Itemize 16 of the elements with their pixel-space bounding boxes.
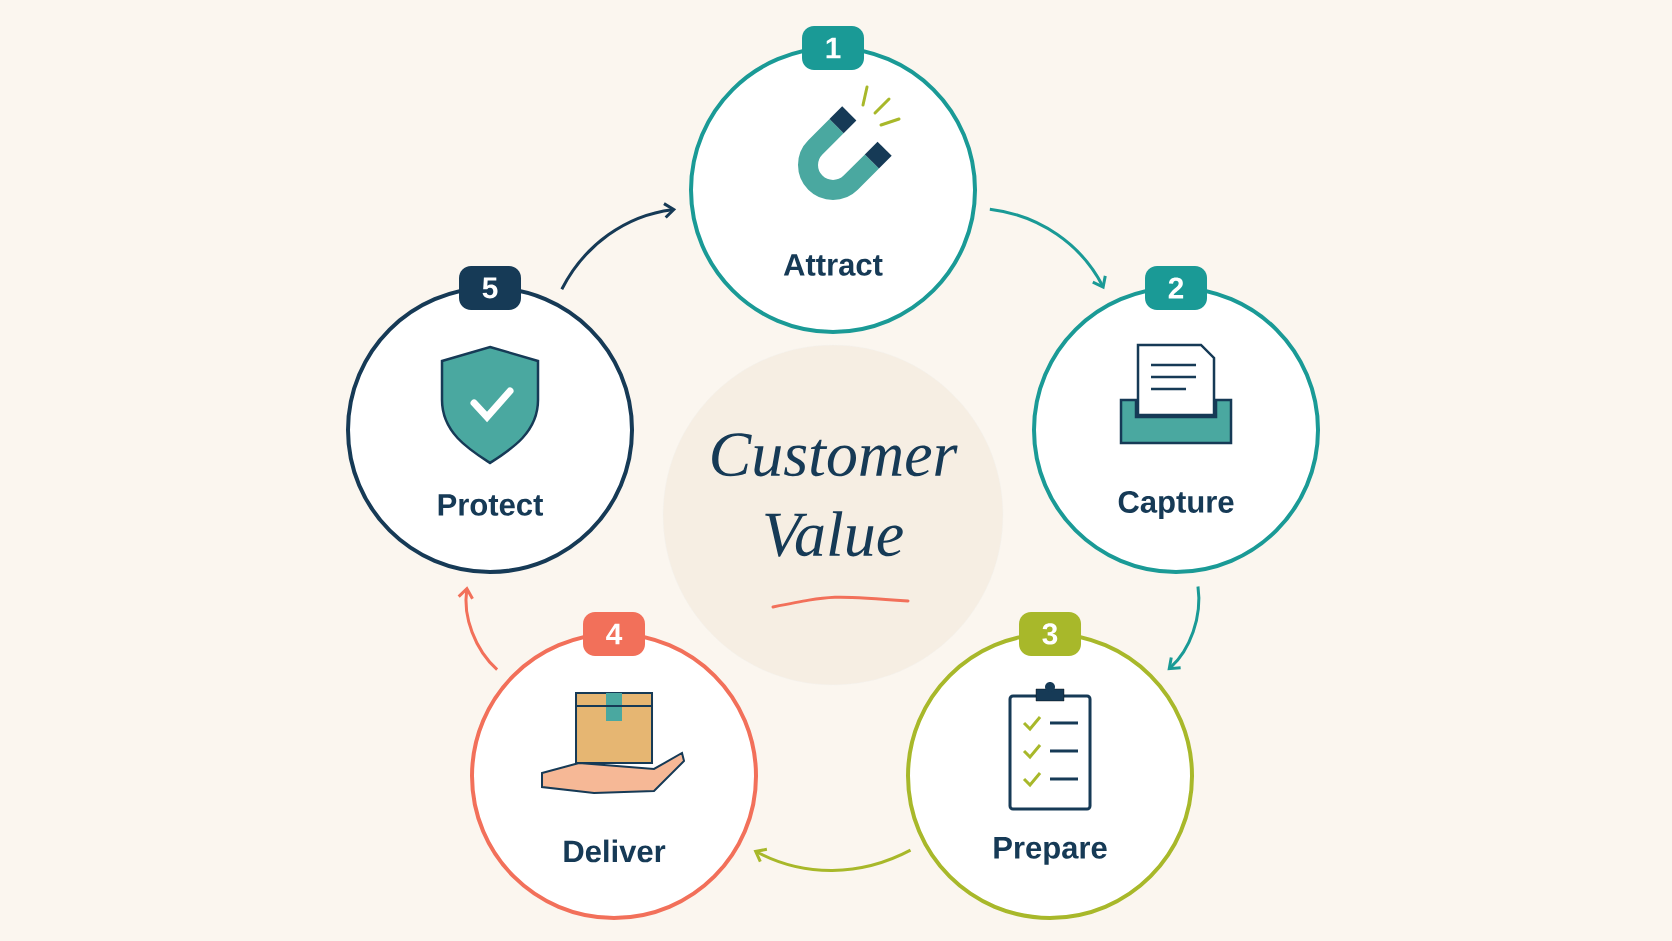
number-badge: 3	[1019, 612, 1081, 656]
arrow	[457, 586, 499, 671]
step-label: Prepare	[994, 837, 1107, 865]
center-title: Customer Value	[712, 433, 958, 557]
step-label: Capture	[1118, 490, 1234, 519]
arrow	[1167, 586, 1201, 671]
number-badge: 2	[1145, 266, 1207, 310]
step-label: Deliver	[564, 839, 666, 863]
arrow	[753, 847, 912, 872]
step-label: Protect	[438, 494, 543, 516]
step-label: Attract	[783, 254, 883, 276]
number-badge: 1	[802, 26, 864, 70]
arrow	[560, 202, 677, 290]
number-badge: 4	[583, 612, 645, 656]
number-badge: 5	[459, 266, 521, 310]
arrow	[989, 207, 1107, 290]
